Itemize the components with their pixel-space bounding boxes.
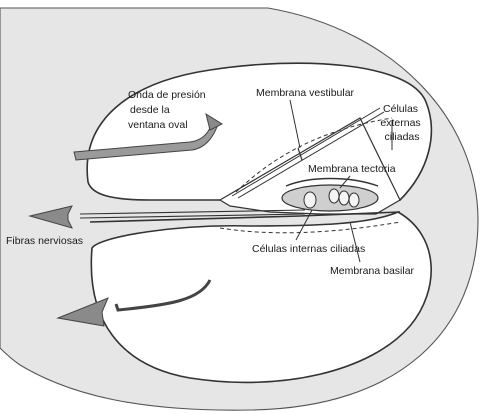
label-outer-hair-cells: Células externas ciliadas — [380, 103, 423, 143]
label-basilar-membrane: Membrana basilar — [330, 265, 415, 277]
label-vestibular-membrane: Membrana vestibular — [256, 87, 355, 99]
label-inner-hair-cells: Células internas ciliadas — [252, 243, 365, 255]
label-nerve-fibers: Fibras nerviosas — [6, 235, 83, 247]
label-tectorial-membrane: Membrana tectoria — [308, 163, 396, 175]
inner-hair-cell — [304, 192, 316, 208]
